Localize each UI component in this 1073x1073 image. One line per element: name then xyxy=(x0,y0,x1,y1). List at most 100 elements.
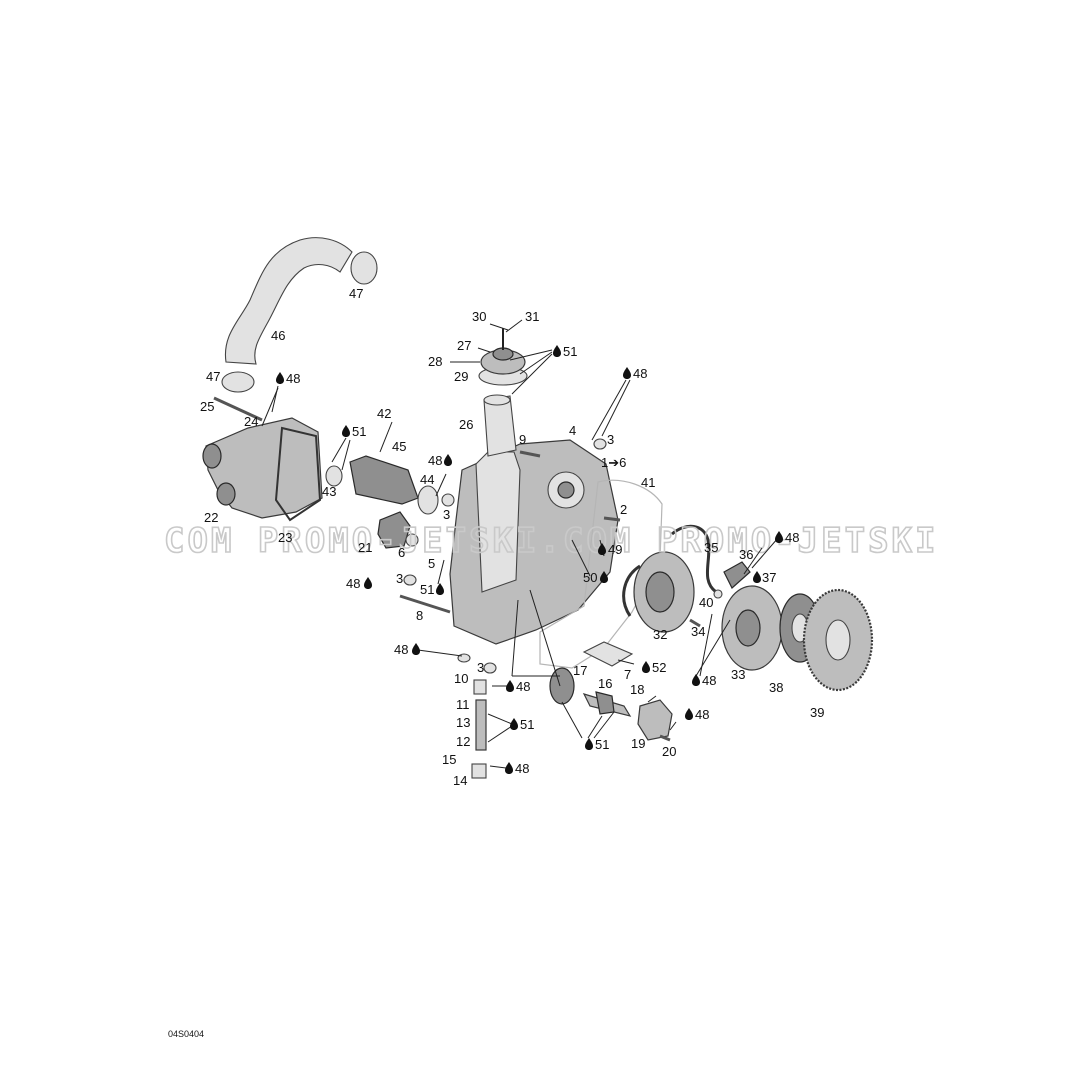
label-12: 12 xyxy=(456,734,470,749)
lube-label-48a: 48 xyxy=(286,371,300,386)
label-44: 44 xyxy=(420,472,434,487)
oil-drop-icon xyxy=(685,708,693,720)
oil-drop-icon xyxy=(436,583,444,595)
label-4: 4 xyxy=(569,423,576,438)
lube-label-51c: 51 xyxy=(520,717,534,732)
label-40: 40 xyxy=(699,595,713,610)
part-pump-outlet xyxy=(216,482,236,506)
part-gasket-41 xyxy=(539,479,663,669)
label-47b: 47 xyxy=(206,369,220,384)
parts-layer xyxy=(202,237,874,779)
label-10: 10 xyxy=(454,671,468,686)
part-hose-clamp-top xyxy=(350,251,378,285)
part-gear-39-hole xyxy=(825,619,851,661)
oil-drop-icon xyxy=(585,738,593,750)
label-3d: 3 xyxy=(477,660,484,675)
oil-drop-icon xyxy=(342,425,350,437)
oil-drop-icon xyxy=(506,680,514,692)
lube-label-48c: 48 xyxy=(785,530,799,545)
label-41: 41 xyxy=(641,475,655,490)
label-33: 33 xyxy=(731,667,745,682)
part-pump-gasket xyxy=(274,426,322,522)
lube-label-50: 50 xyxy=(583,570,597,585)
label-36: 36 xyxy=(739,547,753,562)
lube-label-48d: 48 xyxy=(702,673,716,688)
part-gear-16 xyxy=(595,691,615,715)
part-plug-14 xyxy=(471,763,487,779)
label-3b: 3 xyxy=(443,507,450,522)
part-hose-clamp-bottom xyxy=(221,371,255,393)
lube-label-49: 49 xyxy=(608,542,622,557)
watermark: COM PROMO-JETSKI.COM PROMO-JETSKI xyxy=(164,521,939,561)
part-bolt-34 xyxy=(689,618,701,628)
label-28: 28 xyxy=(428,354,442,369)
label-2: 2 xyxy=(620,502,627,517)
part-ring-44 xyxy=(417,485,439,515)
label-1_6: 1➔6 xyxy=(601,455,626,470)
lube-labels: 48 51 51 48 49 48 52 48 48 51 48 51 48 4… xyxy=(276,344,799,776)
lube-label-48e: 48 xyxy=(516,679,530,694)
part-bolt-8 xyxy=(399,594,451,614)
label-31: 31 xyxy=(525,309,539,324)
part-tube-26-top xyxy=(483,394,511,406)
label-34: 34 xyxy=(691,624,705,639)
label-17: 17 xyxy=(573,663,587,678)
part-pump-inlet xyxy=(202,443,222,469)
part-ring-43 xyxy=(325,465,343,487)
label-14: 14 xyxy=(453,773,467,788)
oil-drop-icon xyxy=(642,661,650,673)
oil-drop-icon xyxy=(444,454,452,466)
part-labels: 47 46 47 25 24 22 23 42 45 43 44 21 6 3 … xyxy=(200,286,824,788)
part-impeller xyxy=(377,511,411,549)
label-32: 32 xyxy=(653,627,667,642)
part-bolt-20 xyxy=(659,734,671,742)
part-seal-3b xyxy=(441,493,455,507)
part-hose xyxy=(224,237,353,365)
oil-drop-icon xyxy=(753,571,761,583)
part-spring-11 xyxy=(475,699,487,751)
lube-label-51e: 51 xyxy=(420,582,434,597)
label-38: 38 xyxy=(769,680,783,695)
label-21: 21 xyxy=(358,540,372,555)
label-18: 18 xyxy=(630,682,644,697)
lube-label-48h: 48 xyxy=(428,453,442,468)
oil-drop-icon xyxy=(364,577,372,589)
part-stator-core xyxy=(645,571,675,613)
label-46: 46 xyxy=(271,328,285,343)
label-5: 5 xyxy=(428,556,435,571)
label-42: 42 xyxy=(377,406,391,421)
label-16: 16 xyxy=(598,676,612,691)
label-43: 43 xyxy=(322,484,336,499)
label-23: 23 xyxy=(278,530,292,545)
lube-label-51d: 51 xyxy=(595,737,609,752)
label-9: 9 xyxy=(519,432,526,447)
label-7: 7 xyxy=(624,667,631,682)
lube-label-48i: 48 xyxy=(346,576,360,591)
part-rotor-hub xyxy=(735,609,761,647)
label-3c: 3 xyxy=(396,571,403,586)
label-3a: 3 xyxy=(607,432,614,447)
part-seal-45 xyxy=(349,455,419,505)
part-seal-3d xyxy=(483,662,497,674)
label-8: 8 xyxy=(416,608,423,623)
part-nut-10 xyxy=(473,679,487,695)
label-15: 15 xyxy=(442,752,456,767)
label-22: 22 xyxy=(204,510,218,525)
oil-drop-icon xyxy=(692,674,700,686)
diagram-code: 04S0404 xyxy=(168,1029,204,1039)
lube-label-48f: 48 xyxy=(515,761,529,776)
part-bracket-36 xyxy=(723,561,751,589)
label-29: 29 xyxy=(454,369,468,384)
part-plate-7 xyxy=(582,641,634,667)
label-39: 39 xyxy=(810,705,824,720)
lube-label-48j: 48 xyxy=(394,642,408,657)
oil-drop-icon xyxy=(412,643,420,655)
part-bolt-9 xyxy=(519,450,541,458)
lube-label-52: 52 xyxy=(652,660,666,675)
label-37: 37 xyxy=(762,570,776,585)
part-bolt-25 xyxy=(213,396,263,422)
lube-label-51a: 51 xyxy=(352,424,366,439)
label-47a: 47 xyxy=(349,286,363,301)
part-bolt-2 xyxy=(603,516,621,522)
